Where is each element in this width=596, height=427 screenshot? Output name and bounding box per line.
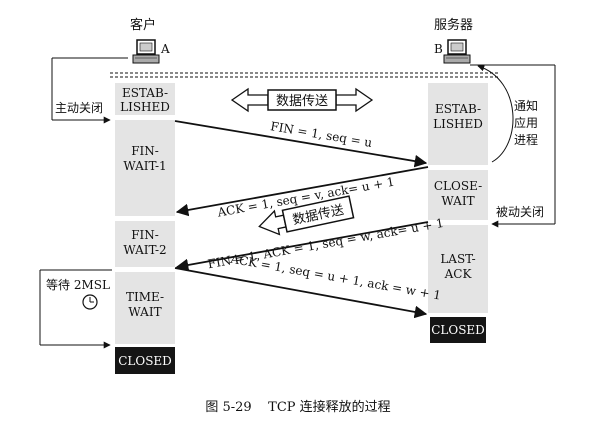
state-box-last-ack	[428, 225, 488, 313]
server-state-column: ESTAB-LISHED CLOSE-WAIT LAST-ACK CLOSED	[428, 83, 488, 343]
state-label: TIME-WAIT	[126, 290, 164, 319]
state-label: FIN-WAIT-1	[123, 144, 166, 173]
ack-2-arrow	[174, 267, 428, 319]
state-box-established-a	[115, 83, 175, 115]
state-label: CLOSED	[118, 354, 172, 368]
clock-icon	[82, 294, 98, 310]
figure-caption: 图 5-29 TCP 连接释放的过程	[205, 399, 390, 415]
notify-app-connector	[477, 64, 514, 163]
client-title: 客户	[130, 17, 156, 33]
state-box-close-wait	[428, 170, 488, 220]
state-box-closed-a	[115, 347, 175, 374]
ack-2-label: ACK = 1, seq = u + 1, ack = w + 1	[228, 252, 442, 303]
passive-close-label: 被动关闭	[496, 205, 544, 219]
state-label: CLOSE-WAIT	[434, 179, 482, 208]
state-label: FIN-WAIT-2	[123, 228, 166, 257]
state-box-fin-wait-1	[115, 120, 175, 216]
active-close-label: 主动关闭	[55, 101, 103, 115]
notify-app-label: 通知 应用 进程	[514, 99, 542, 147]
data-transfer-arrow: 数据传送	[258, 195, 355, 236]
active-close-connector	[51, 57, 128, 124]
host-label-a: A	[160, 42, 170, 56]
wait-2msl-label: 等待 2MSL	[46, 278, 110, 292]
fin-1-arrow	[174, 120, 428, 168]
state-box-established-b	[428, 83, 488, 165]
state-label: ESTAB-LISHED	[120, 86, 170, 114]
state-label: LAST-ACK	[440, 252, 475, 281]
state-box-time-wait	[115, 272, 175, 344]
passive-close-connector	[470, 64, 556, 228]
data-transfer-label-1: 数据传送	[276, 94, 328, 109]
host-label-b: B	[434, 42, 443, 56]
ack-1-arrow	[175, 166, 429, 217]
state-box-closed-b	[430, 317, 486, 343]
data-transfer-arrow: 数据传送	[230, 87, 374, 113]
computer-icon	[132, 39, 160, 64]
client-state-column: ESTAB-LISHED FIN-WAIT-1 FIN-WAIT-2 TIME-…	[115, 83, 175, 374]
fin-2-arrow	[175, 221, 429, 272]
wait-2msl-connector	[39, 269, 112, 349]
state-label: ESTAB-LISHED	[433, 102, 483, 131]
state-box-fin-wait-2	[115, 221, 175, 267]
server-title: 服务器	[434, 17, 473, 33]
computer-icon	[443, 39, 471, 64]
state-label: CLOSED	[431, 323, 485, 337]
